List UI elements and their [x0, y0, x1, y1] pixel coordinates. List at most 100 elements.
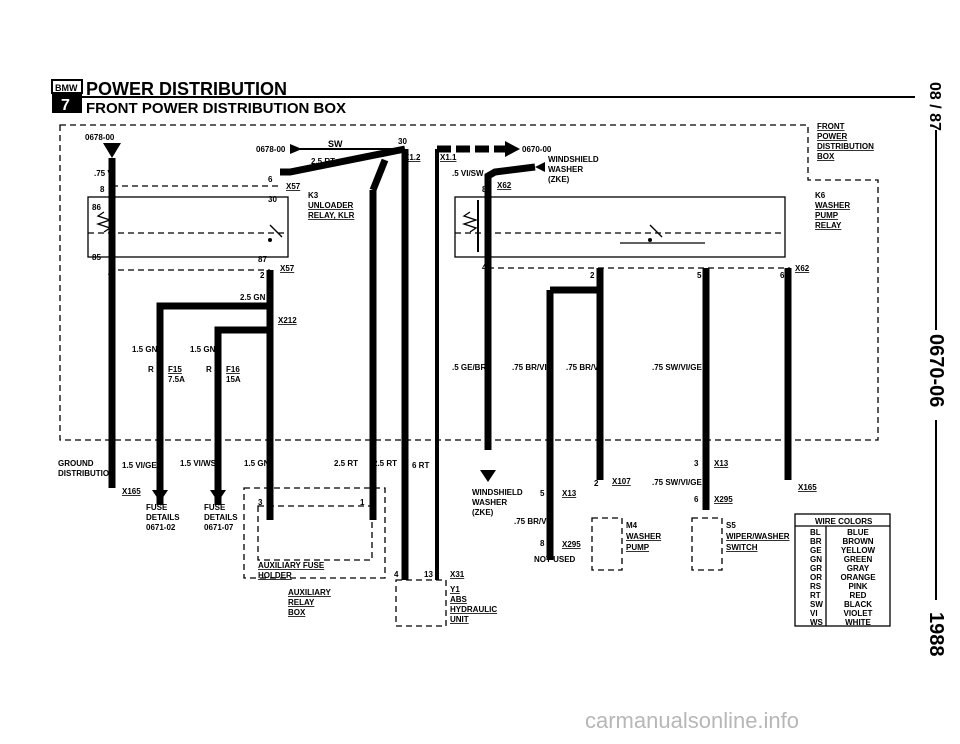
wire-color-code: GE: [810, 546, 822, 555]
arrow-left-icon: [535, 162, 545, 172]
wire-color-name: RED: [850, 591, 867, 600]
fuse-b-arrow-icon: [210, 490, 226, 502]
k6-pin-6: 6: [780, 271, 785, 280]
k6-label-1: WASHER: [815, 201, 850, 210]
f16-r: R: [206, 365, 212, 374]
ref-0670-label: 0670-00: [522, 145, 552, 154]
wire-color-code: WS: [810, 618, 824, 627]
y1-label: Y1: [450, 585, 460, 594]
wsz-label-1: WINDSHIELD: [472, 488, 523, 497]
left-ref-label: 0678-00: [85, 133, 115, 142]
wire-color-code: RS: [810, 582, 822, 591]
wire-5visw: .5 VI/SW: [452, 169, 484, 178]
wire-color-name: BLACK: [844, 600, 872, 609]
x13-right: X13: [714, 459, 729, 468]
front-box-label-3: DISTRIBUTION: [817, 142, 874, 151]
wire-color-name: ORANGE: [840, 573, 876, 582]
section-number: 7: [61, 97, 70, 114]
wire-75swvige-a: .75 SW/VI/GE: [652, 363, 702, 372]
ground-label-1: GROUND: [58, 459, 94, 468]
ws-label-1: WINDSHIELD: [548, 155, 599, 164]
bmw-logo-text: BMW: [55, 83, 78, 93]
wire-15vige: 1.5 VI/GE: [122, 461, 157, 470]
pin8c-label: 8: [540, 539, 545, 548]
k3-label-2: RELAY, KLR: [308, 211, 355, 220]
wire-25rt-c: 2.5 RT: [373, 459, 397, 468]
side-doc-number: 0670-06: [925, 334, 947, 407]
pin5-label: 5: [540, 489, 545, 498]
wire-color-name: YELLOW: [841, 546, 876, 555]
fuse-a-2: DETAILS: [146, 513, 180, 522]
wire-15gn-c: 1.5 GN: [244, 459, 270, 468]
front-box-label-2: POWER: [817, 132, 847, 141]
fuse-a-1: FUSE: [146, 503, 168, 512]
x295-left: X295: [562, 540, 581, 549]
m4-pump-box: [591, 517, 623, 571]
fuse-b-2: DETAILS: [204, 513, 238, 522]
wire-25rt-top: 2.5 RT: [311, 157, 335, 166]
page-title: POWER DISTRIBUTION: [86, 79, 287, 99]
f16-label: F16: [226, 365, 240, 374]
bmw-logo: BMW 7: [51, 79, 83, 114]
s5-code: S5: [726, 521, 736, 530]
abs-pin-13: 13: [424, 570, 433, 579]
left-wire-label: .75 VI: [94, 169, 115, 178]
k6-code: K6: [815, 191, 826, 200]
f15-amp: 7.5A: [168, 375, 185, 384]
wire-color-name: GREEN: [844, 555, 873, 564]
wire-color-name: WHITE: [845, 618, 871, 627]
wire-75swvige-b: .75 SW/VI/GE: [652, 478, 702, 487]
x57-bottom: X57: [280, 264, 295, 273]
wire-colors-table: [794, 513, 891, 627]
k6-label-2: PUMP: [815, 211, 839, 220]
aux-relay-label-3: BOX: [288, 608, 306, 617]
k3-label-1: UNLOADER: [308, 201, 354, 210]
fuse-a-arrow-icon: [152, 490, 168, 502]
wire-75brvi-c: .75 BR/VI: [514, 517, 549, 526]
distribution-box-outline: [59, 124, 879, 441]
x11-label: X1.1: [440, 153, 457, 162]
m4-label-2: PUMP: [626, 543, 650, 552]
side-year: 1988: [925, 612, 947, 657]
connector-a-icon: [103, 143, 121, 158]
wire-color-code: VI: [810, 609, 818, 618]
m4-code: M4: [626, 521, 638, 530]
fuse-a-3: 0671-02: [146, 523, 176, 532]
wire-25gn: 2.5 GN: [240, 293, 266, 302]
k6-pin-5: 5: [697, 271, 702, 280]
front-box-label-4: BOX: [817, 152, 835, 161]
k3-pin-6: 6: [268, 175, 273, 184]
abs-unit-box: [395, 579, 447, 627]
side-model-code: 08 / 87: [926, 82, 943, 131]
k6-pin-2: 2: [590, 271, 595, 280]
wire-15viws: 1.5 VI/WS: [180, 459, 217, 468]
x107-label: X107: [612, 477, 631, 486]
aux-fuse-holder: [243, 487, 386, 579]
front-box-label-1: FRONT: [817, 122, 845, 131]
x212-label: X212: [278, 316, 297, 325]
k3-pin-30: 30: [268, 195, 277, 204]
wire-6rt: 6 RT: [412, 461, 429, 470]
x12-label: X1.2: [404, 153, 421, 162]
pin6c-label: 6: [694, 495, 699, 504]
wire-color-name: GRAY: [847, 564, 870, 573]
x62-bottom: X62: [795, 264, 810, 273]
wire-color-code: SW: [810, 600, 823, 609]
abs-label-3: UNIT: [450, 615, 469, 624]
k6-label-3: RELAY: [815, 221, 842, 230]
s5-label-2: SWITCH: [726, 543, 758, 552]
fuse-b-3: 0671-07: [204, 523, 234, 532]
k3-relay: [87, 196, 289, 258]
aux-fuse-label-2: HOLDER: [258, 571, 292, 580]
k6-relay: [454, 196, 786, 258]
wire-color-name: VIOLET: [844, 609, 873, 618]
m4-label-1: WASHER: [626, 532, 661, 541]
ref-0678-label: 0678-00: [256, 145, 286, 154]
ground-label-2: DISTRIBUTION: [58, 469, 115, 478]
k3-pin-87: 87: [258, 255, 267, 264]
ws-label-3: (ZKE): [548, 175, 570, 184]
pin30-label: 30: [398, 137, 407, 146]
